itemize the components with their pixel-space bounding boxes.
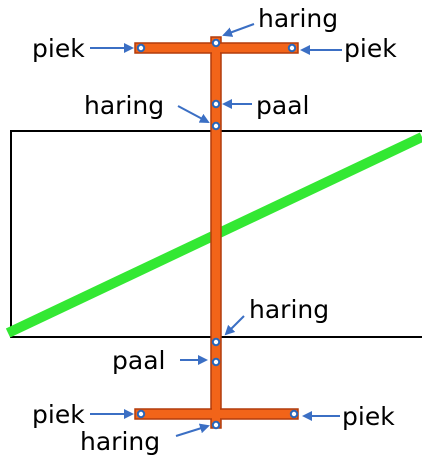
arrows	[90, 23, 342, 437]
arrow-lower-haring	[224, 315, 245, 336]
bolt-bottom-center	[211, 420, 221, 430]
bolt-upper-pole	[211, 99, 221, 109]
label-upper-paal: paal	[256, 91, 309, 120]
pole-center-fill	[212, 42, 220, 423]
label-lower-haring: haring	[249, 295, 329, 324]
arrow-top-haring	[222, 23, 255, 37]
label-bottom-haring: haring	[80, 427, 160, 456]
bolt-lower-frame	[211, 337, 221, 347]
bolts	[136, 38, 299, 430]
bolt-top-left	[136, 43, 146, 53]
labels: piek piek haring haring paal haring paal…	[32, 4, 397, 456]
bolt-top-right	[287, 43, 297, 53]
label-bottom-right-piek: piek	[342, 402, 395, 431]
label-top-left-piek: piek	[32, 34, 85, 63]
arrow-upper-haring	[177, 105, 210, 123]
label-top-right-piek: piek	[344, 34, 397, 63]
label-bottom-left-piek: piek	[32, 400, 85, 429]
label-upper-haring: haring	[84, 91, 164, 120]
label-lower-paal: paal	[112, 346, 165, 375]
bolt-bottom-left	[136, 409, 146, 419]
bolt-lower-pole	[211, 357, 221, 367]
bolt-upper-frame	[211, 121, 221, 131]
bolt-top-center	[211, 38, 221, 48]
label-top-haring: haring	[258, 4, 338, 33]
arrow-bottom-haring	[175, 423, 210, 437]
bolt-bottom-right	[289, 409, 299, 419]
